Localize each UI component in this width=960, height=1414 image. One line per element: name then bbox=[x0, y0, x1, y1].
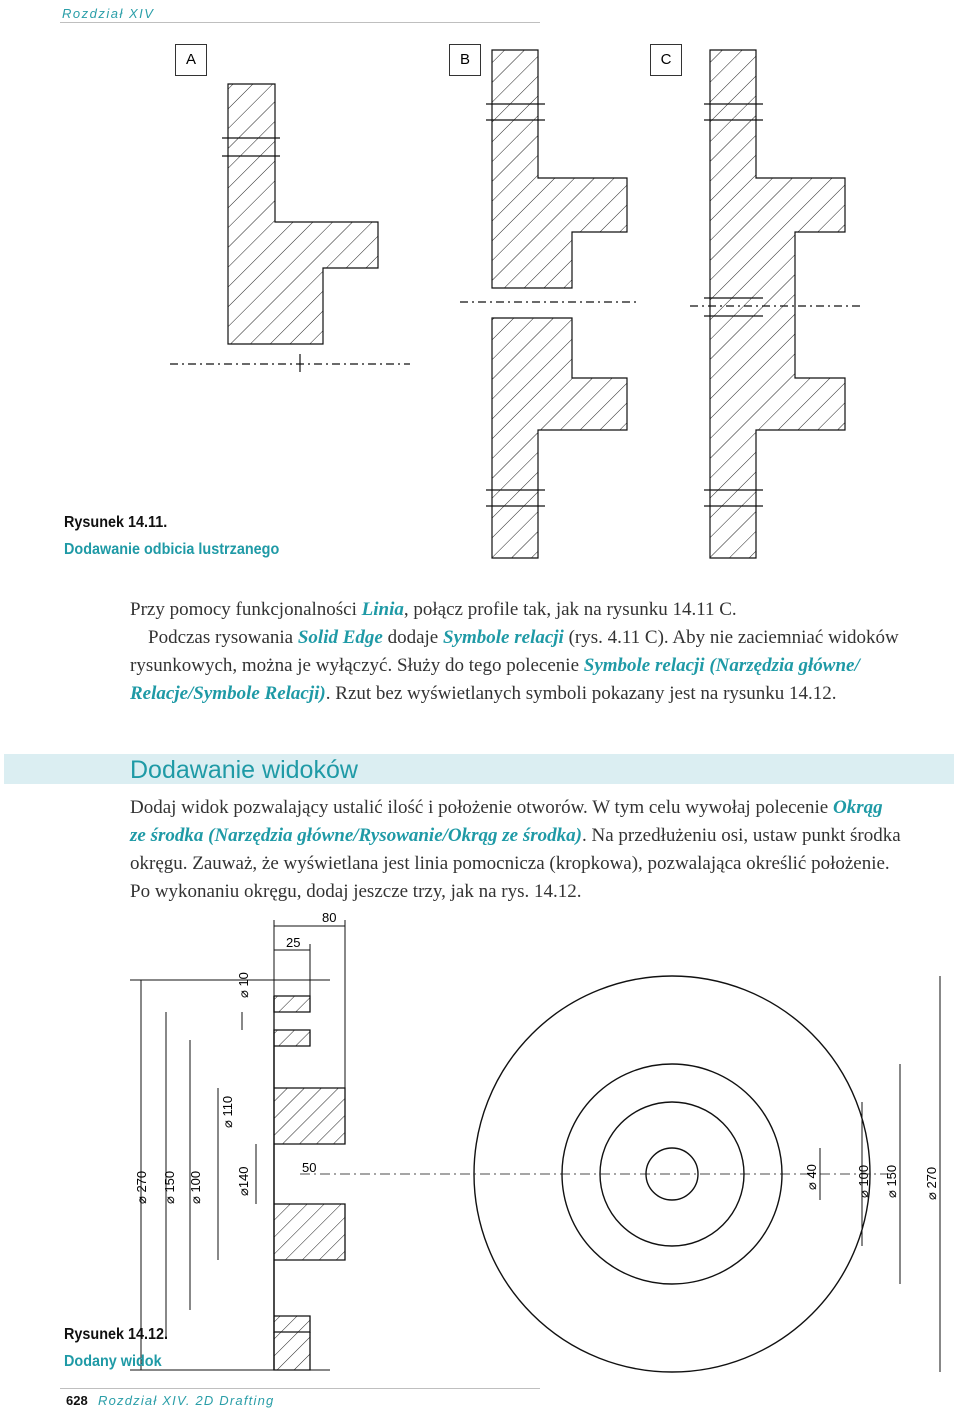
section-title: Dodawanie widoków bbox=[130, 756, 358, 784]
panel-label-b: B bbox=[449, 44, 481, 76]
dim-phi-110: ⌀ 110 bbox=[220, 1096, 235, 1128]
section-band bbox=[4, 754, 954, 784]
footer-label: Rozdział XIV. 2D Drafting bbox=[98, 1393, 275, 1408]
top-dimensions bbox=[273, 920, 346, 1088]
profile-a bbox=[170, 83, 410, 372]
dim-80: 80 bbox=[322, 910, 336, 925]
header-rule bbox=[60, 22, 540, 23]
figure-14-11-drawing bbox=[170, 49, 860, 559]
dim-25: 25 bbox=[286, 935, 300, 950]
panel-label-a: A bbox=[175, 44, 207, 76]
section-line-1: Dodaj widok pozwalający ustalić ilość i … bbox=[130, 797, 883, 818]
circular-view bbox=[300, 975, 890, 1373]
footer-rule bbox=[60, 1388, 540, 1389]
dim-phi-40: ⌀ 40 bbox=[804, 1164, 819, 1190]
profile-b bbox=[460, 49, 640, 559]
dim-phi-150-right: ⌀ 150 bbox=[884, 1165, 899, 1198]
dim-phi-10: ⌀ 10 bbox=[236, 972, 251, 998]
figure-title: Dodawanie odbicia lustrzanego bbox=[64, 541, 280, 558]
figure-14-12-drawing: 80 25 ⌀ 10 ⌀ 110 ⌀ 270 ⌀ 150 ⌀ 100 ⌀140 … bbox=[130, 910, 941, 1373]
paragraph-1-line-3: rysunkowych, można je wyłączyć. Służy do… bbox=[130, 655, 860, 676]
dim-phi-100-left: ⌀ 100 bbox=[188, 1171, 203, 1204]
section-line-3: okręgu. Zauważ, że wyświetlana jest lini… bbox=[130, 853, 890, 874]
dim-phi-100-right: ⌀ 100 bbox=[856, 1165, 871, 1198]
section-line-4: Po wykonaniu okręgu, dodaj jeszcze trzy,… bbox=[130, 881, 582, 902]
paragraph-1-line-1: Przy pomocy funkcjonalności Linia, połąc… bbox=[130, 599, 737, 620]
paragraph-1: Przy pomocy funkcjonalności Linia, połąc… bbox=[130, 596, 960, 708]
figure-2-title: Dodany widok bbox=[64, 1353, 162, 1370]
figure-2-number: Rysunek 14.12. bbox=[64, 1326, 169, 1343]
figure-number: Rysunek 14.11. bbox=[64, 514, 168, 531]
page-number: 628 bbox=[66, 1393, 88, 1408]
dim-phi-270-left: ⌀ 270 bbox=[134, 1171, 149, 1204]
paragraph-1-line-2: Podczas rysowania Solid Edge dodaje Symb… bbox=[148, 627, 899, 648]
dim-phi-150-left: ⌀ 150 bbox=[162, 1171, 177, 1204]
dim-phi-140: ⌀140 bbox=[236, 1166, 251, 1196]
panel-label-c: C bbox=[650, 44, 682, 76]
section-view bbox=[130, 979, 346, 1371]
section-paragraph: Dodaj widok pozwalający ustalić ilość i … bbox=[130, 794, 960, 906]
dim-phi-270-right: ⌀ 270 bbox=[924, 1167, 939, 1200]
profile-c bbox=[690, 49, 860, 559]
chapter-header: Rozdział XIV bbox=[62, 6, 155, 21]
right-dimension-lines bbox=[819, 976, 941, 1372]
section-line-2: ze środka (Narzędzia główne/Rysowanie/Ok… bbox=[130, 825, 901, 846]
dim-50: 50 bbox=[302, 1160, 316, 1175]
left-dimension-lines bbox=[140, 980, 257, 1370]
paragraph-1-line-4: Relacje/Symbole Relacji). Rzut bez wyświ… bbox=[130, 683, 837, 704]
